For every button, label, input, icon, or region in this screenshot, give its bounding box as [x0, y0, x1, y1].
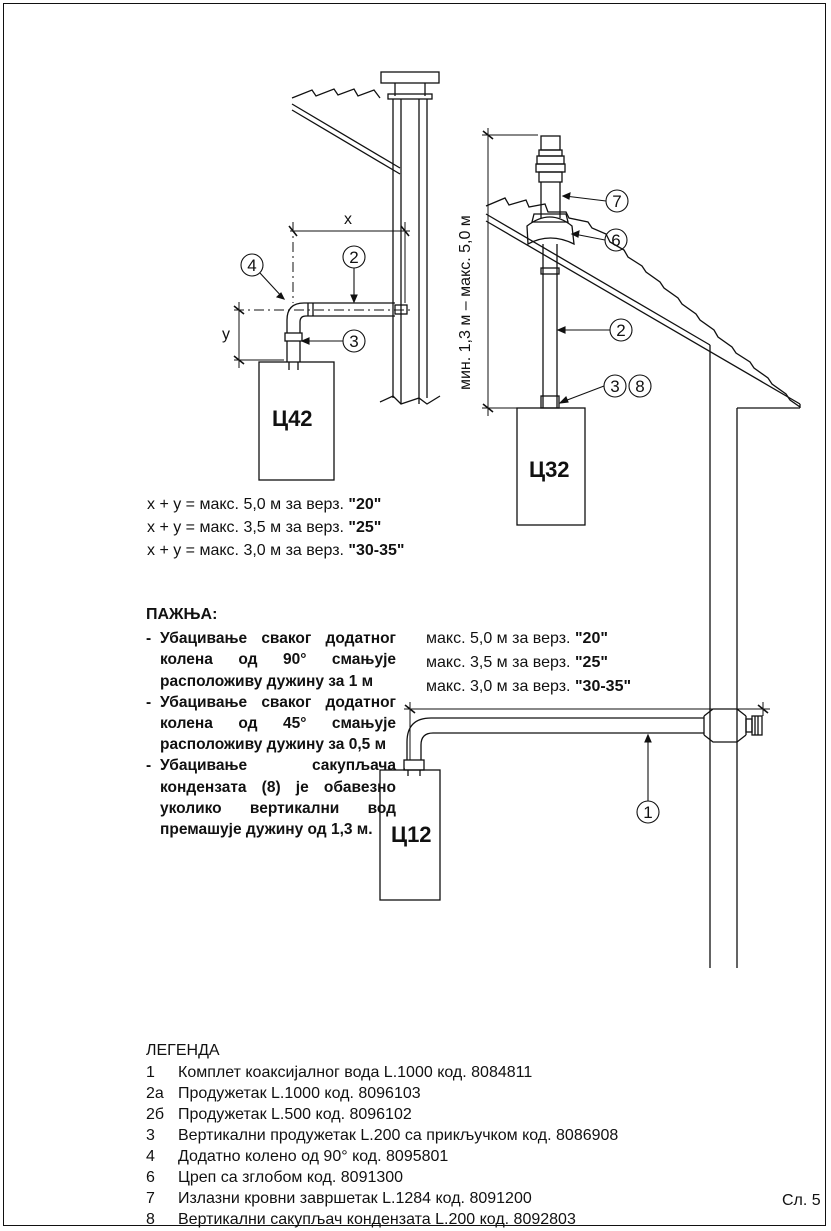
figure-frame — [3, 3, 826, 1226]
left-roof — [291, 88, 401, 175]
c12-callouts — [636, 733, 660, 824]
warning-item: -Убацивање сакупљача кондензата (8) је о… — [146, 757, 396, 839]
warning-block: ПАЖЊА: -Убацивање сваког додатног колена… — [146, 604, 396, 840]
c32-callouts — [556, 189, 652, 404]
horizontal-limit-2: макс. 3,5 м за верз. "25" — [426, 654, 608, 671]
warning-title: ПАЖЊА: — [146, 606, 218, 623]
c12-flue-pipe — [403, 708, 763, 776]
warning-item: -Убацивање сваког додатног колена од 90°… — [146, 630, 396, 690]
c42-label: Ц42 — [272, 406, 313, 431]
c12-dimension-line — [404, 702, 770, 716]
right-roof — [485, 197, 801, 968]
c32-dimensions — [482, 128, 541, 416]
legend-title: ЛЕГЕНДА — [146, 1042, 220, 1059]
xy-limit-3: x + y = макс. 3,0 м за верз. "30-35" — [147, 542, 405, 559]
c42-callouts — [240, 245, 366, 353]
figure-label: Сл. 5 — [782, 1192, 821, 1209]
callout-3-c42: 3 — [349, 332, 358, 351]
dimension-x-label: x — [344, 211, 352, 228]
callout-2-c42: 2 — [349, 248, 358, 267]
dimension-y-label: y — [222, 326, 230, 343]
c42-flue-pipe — [284, 302, 408, 370]
callout-3-c32: 3 — [610, 377, 619, 396]
c12-boiler — [379, 769, 441, 901]
callout-4: 4 — [247, 256, 256, 275]
callout-numbers: 4 2 3 7 6 2 3 8 1 — [247, 192, 652, 822]
left-chimney — [379, 71, 441, 405]
xy-limit-2: x + y = макс. 3,5 м за верз. "25" — [147, 519, 382, 536]
xy-limit-1: x + y = макс. 5,0 м за верз. "20" — [147, 496, 382, 513]
c42-boiler — [258, 361, 335, 481]
callout-8: 8 — [635, 377, 644, 396]
c12-label: Ц12 — [391, 822, 432, 847]
vertical-range-label: мин. 1,3 м – макс. 5,0 м — [457, 215, 474, 390]
c12-dimensions — [404, 709, 764, 770]
callout-2-c32: 2 — [616, 321, 625, 340]
c42-dimensions — [233, 222, 410, 368]
horizontal-limit-3: макс. 3,0 м за верз. "30-35" — [426, 678, 632, 695]
dimension-labels: x y мин. 1,3 м – макс. 5,0 м — [222, 211, 474, 390]
horizontal-limit-1: макс. 5,0 м за верз. "20" — [426, 630, 608, 647]
callout-6: 6 — [611, 231, 620, 250]
c32-boiler — [516, 407, 586, 526]
warning-item: -Убацивање сваког додатног колена од 45°… — [146, 693, 396, 754]
callout-1: 1 — [643, 803, 652, 822]
c32-vertical-terminal — [526, 135, 575, 409]
callout-7: 7 — [612, 192, 621, 211]
c32-label: Ц32 — [529, 457, 570, 482]
